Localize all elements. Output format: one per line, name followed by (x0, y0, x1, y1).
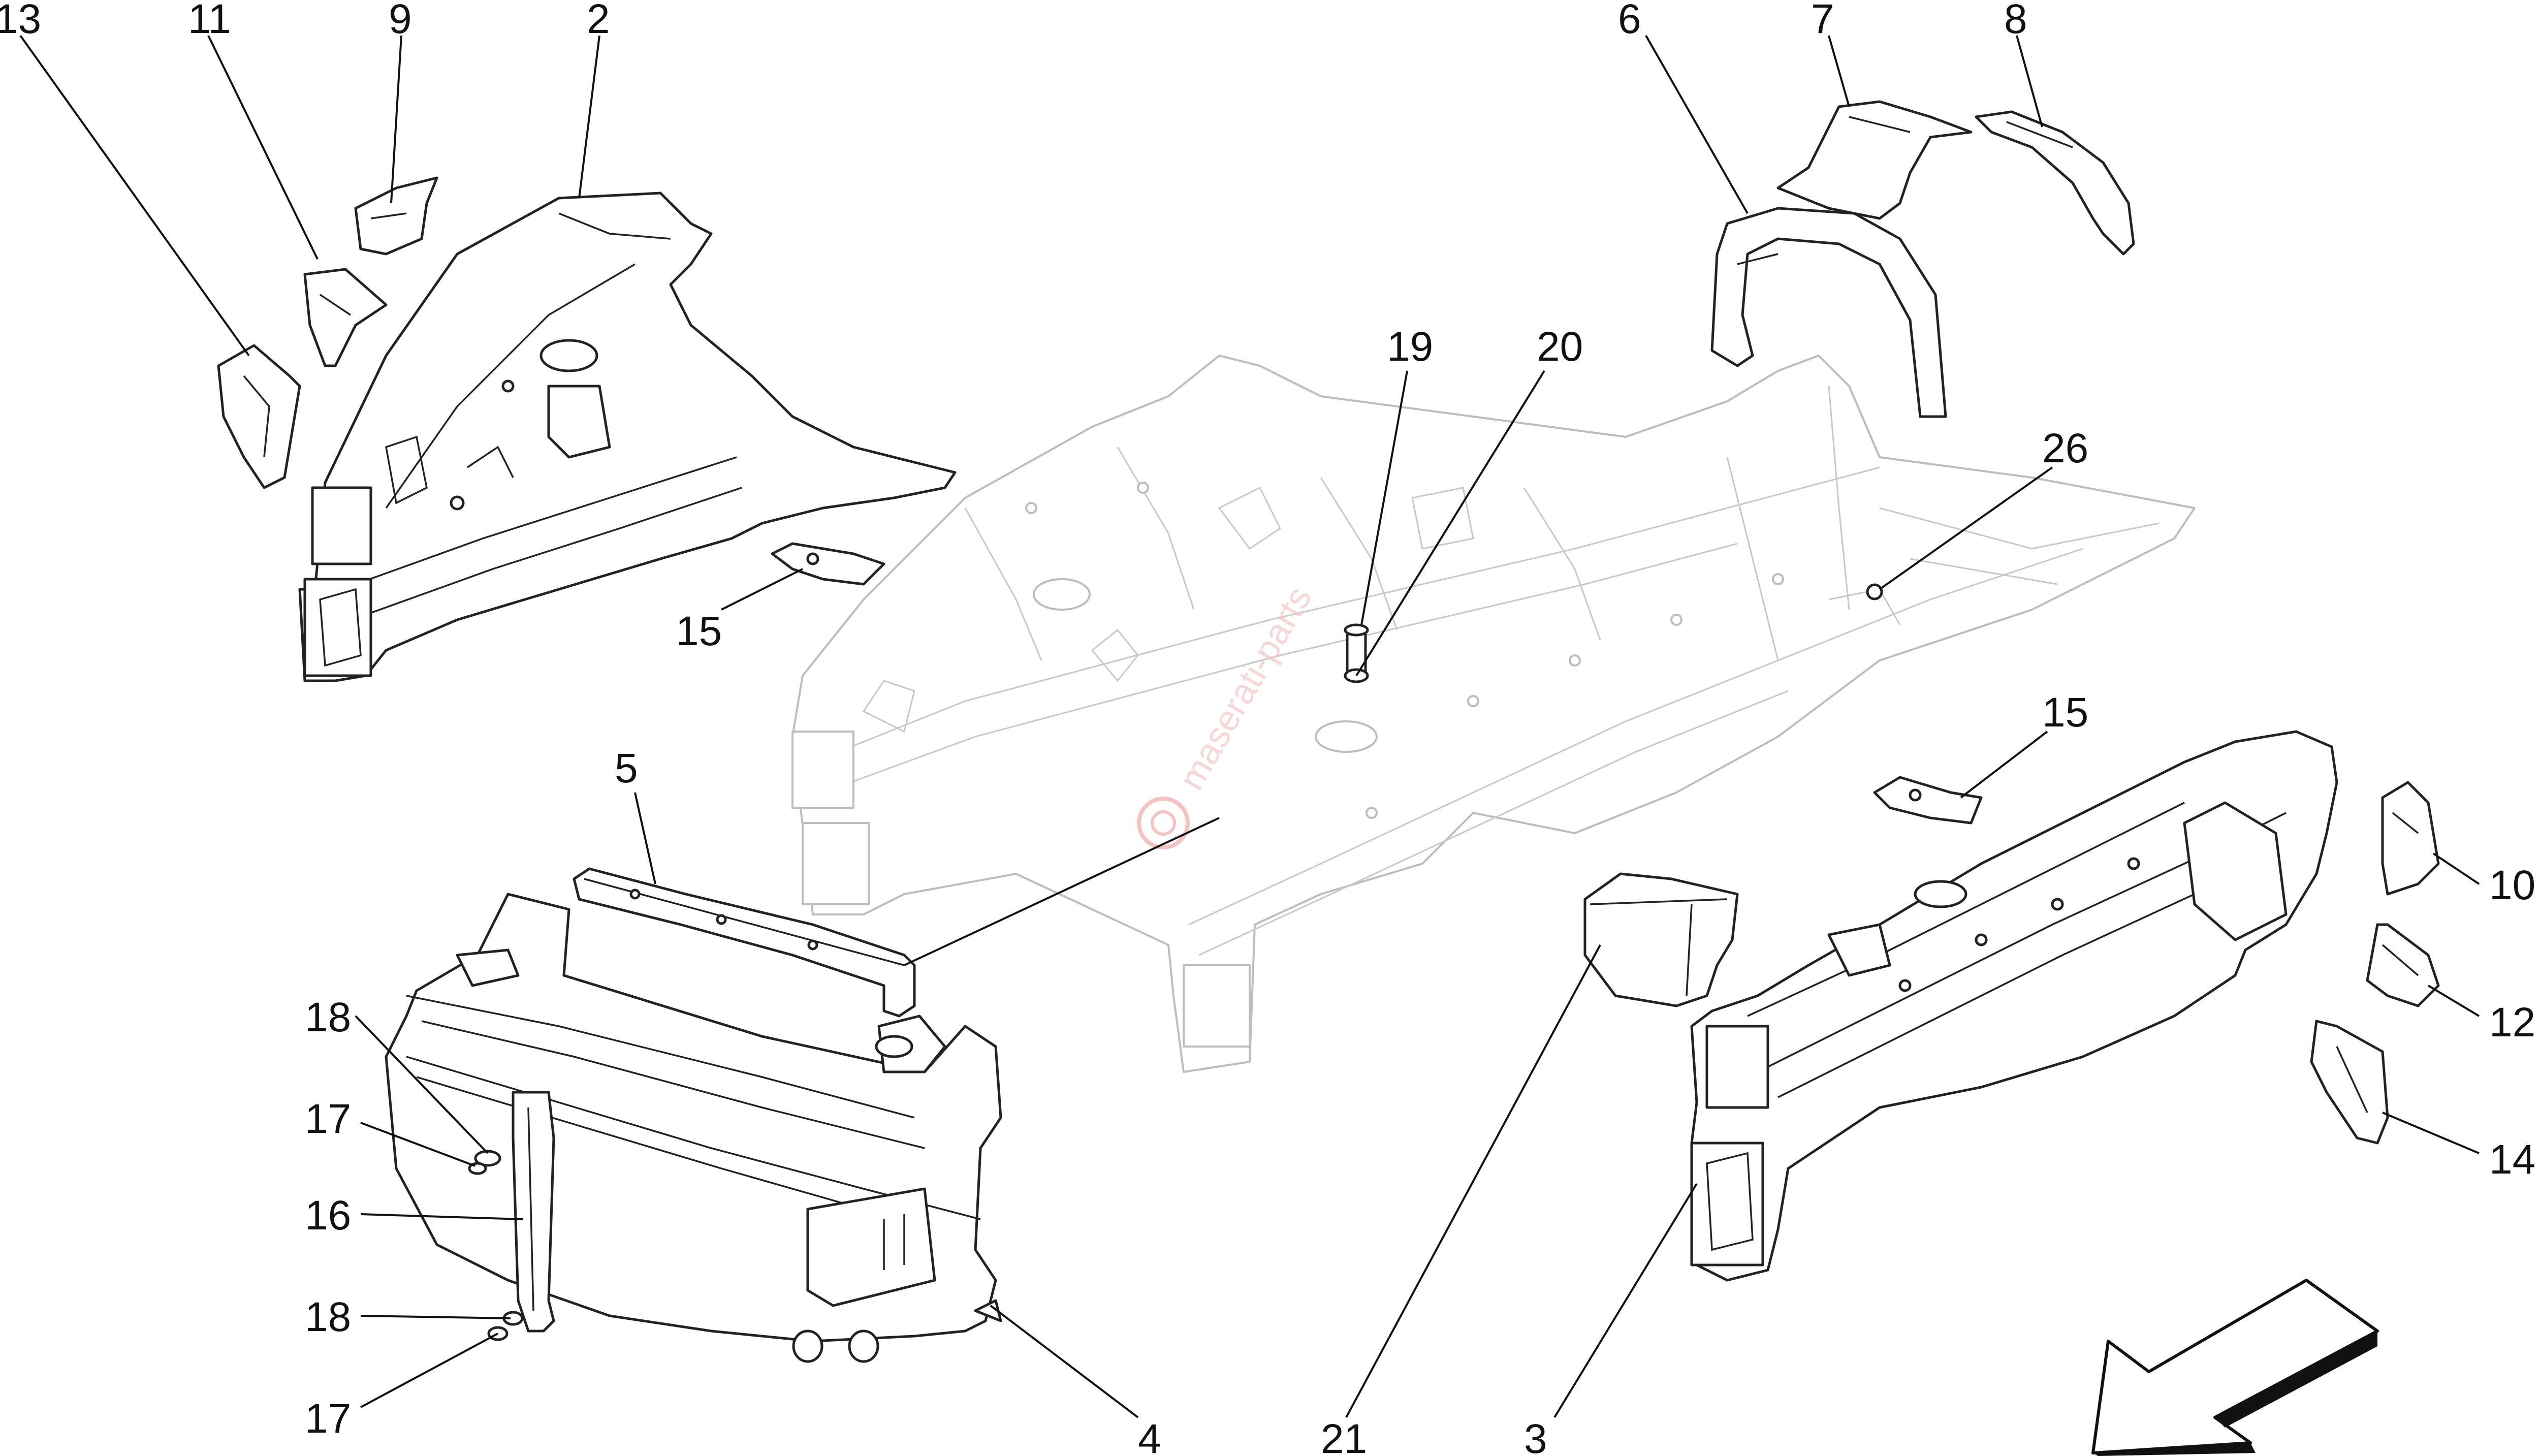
part-7-arch-cover (1776, 100, 1973, 220)
callout-5: 5 (615, 745, 638, 792)
callout-17-upper: 17 (305, 1096, 351, 1142)
callout-17-lower: 17 (305, 1396, 351, 1442)
part-3-right-side-member (1690, 730, 2338, 1282)
callout-15-left: 15 (676, 608, 722, 654)
callout-11: 11 (188, 0, 231, 42)
callout-21: 21 (1321, 1416, 1367, 1456)
part-2-left-side-member (298, 192, 957, 682)
callout-26: 26 (2042, 425, 2088, 471)
part-10-bracket (2381, 781, 2440, 896)
part-11-bracket (303, 268, 388, 367)
callout-8: 8 (2004, 0, 2027, 42)
callout-3: 3 (1524, 1416, 1547, 1456)
leader-lines (19, 35, 2480, 1418)
part-9-bracket (354, 176, 438, 256)
part-16-support (512, 1091, 555, 1333)
direction-arrow-icon (2091, 1279, 2379, 1456)
part-15-bracket-left (771, 542, 885, 586)
part-18-bolt-upper (474, 1150, 501, 1167)
callout-6: 6 (1618, 0, 1641, 42)
callout-15-right: 15 (2042, 689, 2088, 736)
part-14-bracket (2310, 1020, 2389, 1145)
callout-18-upper: 18 (305, 994, 351, 1040)
body-floor-structure (791, 355, 2196, 1073)
part-8-arch-cover (1975, 110, 2135, 256)
callout-19: 19 (1387, 324, 1433, 370)
callout-20: 20 (1537, 324, 1583, 370)
callout-9: 9 (389, 0, 412, 42)
callout-14: 14 (2489, 1136, 2535, 1183)
front-frame-assembly (385, 893, 1002, 1363)
part-15-bracket-right (1873, 776, 1983, 825)
part-19-bolt (1344, 623, 1369, 677)
part-12-bracket (2366, 923, 2440, 1007)
callout-4: 4 (1138, 1416, 1161, 1456)
part-5-cross-member (573, 867, 916, 1018)
callout-10: 10 (2489, 862, 2535, 908)
callout-7: 7 (1811, 0, 1834, 42)
callout-12: 12 (2489, 999, 2535, 1046)
part-13-bracket (217, 344, 301, 489)
callout-13: 13 (0, 0, 41, 42)
callout-18-lower: 18 (305, 1294, 351, 1340)
callout-2: 2 (587, 0, 610, 42)
part-26-plug (1866, 583, 1883, 600)
callout-16: 16 (305, 1192, 351, 1239)
part-6-wheel-arch (1710, 207, 1947, 418)
part-21-duct (1583, 872, 1739, 1007)
